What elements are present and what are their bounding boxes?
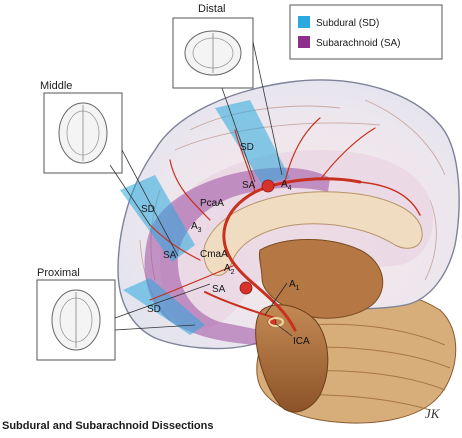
legend-swatch-subdural	[298, 16, 310, 28]
inset-title-distal: Distal	[198, 3, 226, 15]
label-a1-letter: A	[289, 279, 296, 290]
inset-title-middle: Middle	[40, 80, 72, 92]
legend-label-subarachnoid: Subarachnoid (SA)	[316, 38, 401, 49]
label-a1-sub: 1	[296, 285, 300, 292]
figure-caption: Subdural and Subarachnoid Dissections	[2, 420, 214, 432]
region-sa-proximal: SA	[212, 284, 226, 295]
leader-lines	[109, 41, 283, 331]
label-a4: A4	[281, 179, 292, 192]
ica-ring	[268, 317, 284, 327]
region-sd-middle: SD	[141, 204, 155, 215]
corpus-callosum	[203, 191, 423, 276]
region-sa-middle: SA	[163, 250, 177, 261]
vessel-pointers	[264, 282, 293, 337]
label-a2: A2	[224, 263, 235, 276]
label-a4-sub: 4	[288, 185, 292, 192]
inset-proximal	[36, 279, 116, 361]
legend-label-subdural: Subdural (SD)	[316, 18, 379, 29]
region-sd-distal: SD	[240, 142, 254, 153]
label-a4-letter: A	[281, 179, 288, 190]
inset-distal	[172, 17, 254, 89]
subarachnoid-band	[144, 167, 330, 345]
label-pcaa: PcaA	[200, 198, 224, 209]
artist-signature: JK	[425, 406, 440, 421]
region-sa-distal: SA	[242, 180, 256, 191]
legend: Subdural (SD) Subarachnoid (SA)	[289, 4, 443, 60]
label-a3-sub: 3	[198, 227, 202, 234]
arteries	[149, 117, 421, 332]
label-a2-letter: A	[224, 263, 231, 274]
region-sd-proximal: SD	[147, 304, 161, 315]
label-a2-sub: 2	[231, 269, 235, 276]
brainstem	[255, 304, 329, 413]
label-a1: A1	[289, 279, 300, 292]
label-a3-letter: A	[191, 221, 198, 232]
label-a3: A3	[191, 221, 202, 234]
label-ica: ICA	[293, 336, 310, 347]
inset-middle	[43, 92, 123, 174]
thalamus	[258, 239, 384, 319]
inset-title-proximal: Proximal	[37, 267, 80, 279]
legend-swatch-subarachnoid	[298, 36, 310, 48]
label-cmaa: CmaA	[200, 249, 228, 260]
